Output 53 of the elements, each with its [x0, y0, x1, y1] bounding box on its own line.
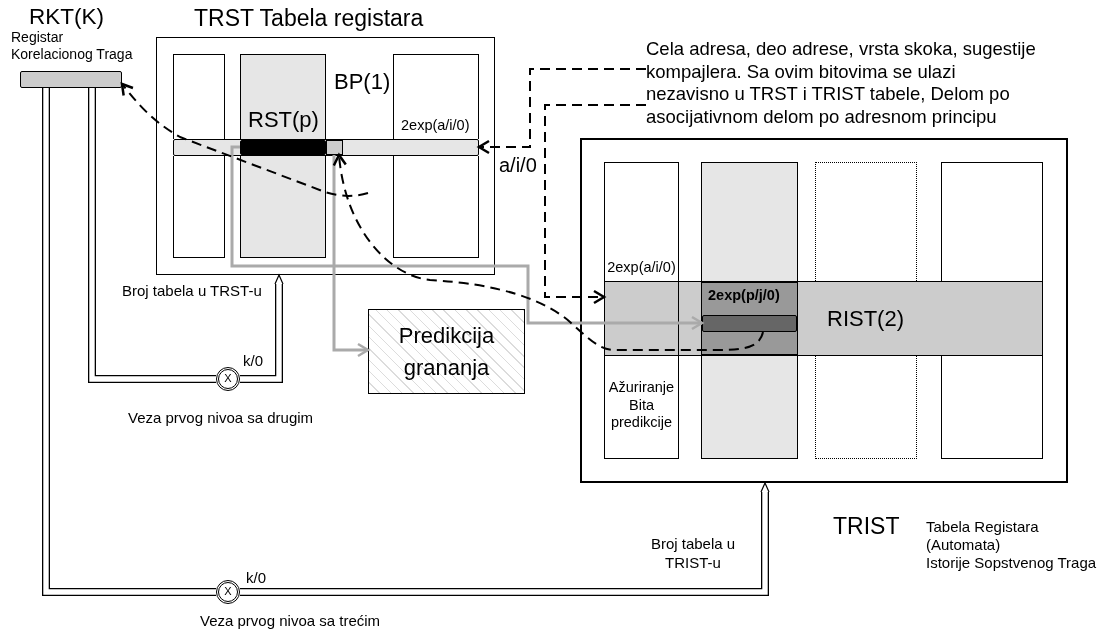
table-column — [604, 162, 679, 281]
register-bar — [20, 71, 122, 88]
table-column — [240, 156, 326, 258]
note-text: Cela adresa, deo adrese, vrsta skoka, sugestije kompajlera. Sa ovim bitovima se ulazi nezavisno u TRST i TRIST tabele, Delom po asocijativnom delom po adresnom principu — [646, 38, 1037, 129]
table-column — [941, 162, 1043, 281]
table-column — [393, 156, 479, 258]
table-frame — [156, 37, 495, 275]
table-column — [604, 356, 679, 459]
signal-label: k/0 — [243, 352, 263, 370]
arrow — [332, 155, 370, 358]
table-title: TRST Tabela registara — [194, 5, 424, 33]
column-label: Ažuriranje Bita predikcije — [607, 379, 676, 433]
caption-text: Veza prvog nivoa sa drugim — [128, 409, 314, 427]
box-label: Predikcija grananja — [397, 321, 496, 382]
dashed-arrow — [120, 82, 369, 197]
column-label: RST(p) — [248, 107, 319, 134]
table-name: TRIST — [833, 513, 900, 541]
selected-cell — [240, 140, 326, 155]
table-row — [604, 281, 1043, 356]
register-name: RKT(K) — [29, 3, 104, 30]
table-label: BP(1) — [334, 69, 391, 96]
table-column — [701, 356, 798, 459]
multiplier-circle — [216, 580, 240, 604]
column-label: 2exp(a/i/0) — [606, 259, 677, 277]
table-frame — [580, 138, 1068, 483]
process-box — [368, 309, 525, 394]
table-column — [701, 162, 798, 281]
description-text: Tabela Registara (Automata) — [926, 518, 1040, 554]
dashed-arrow — [544, 104, 647, 305]
multiply-sign: X — [223, 584, 233, 600]
register-description: Registar Korelacionog Traga — [11, 29, 134, 63]
edge-label: Broj tabela u TRST-u — [122, 282, 262, 300]
table-column — [941, 356, 1043, 459]
table-row — [173, 139, 479, 156]
multiply-sign: X — [223, 371, 233, 387]
table-column — [815, 356, 917, 459]
table-column — [173, 54, 225, 139]
signal-label: k/0 — [246, 569, 266, 587]
dashed-arrow — [333, 153, 764, 351]
selected-cell — [702, 315, 797, 332]
table-column — [240, 54, 326, 139]
table-cell — [701, 282, 798, 355]
dashed-arrow — [477, 68, 647, 155]
description-text: Istorije Sopstvenog Traga — [926, 554, 1097, 572]
multiplier-circle — [216, 367, 240, 391]
caption-text: Veza prvog nivoa sa trećim — [200, 612, 381, 630]
table-column — [173, 156, 225, 258]
table-cell — [326, 140, 343, 155]
column-label: 2exp(a/i/0) — [401, 117, 470, 135]
table-column — [393, 54, 479, 139]
cell-label: 2exp(p/j/0) — [708, 287, 780, 305]
row-label: RIST(2) — [827, 306, 904, 333]
arrow — [230, 145, 704, 331]
